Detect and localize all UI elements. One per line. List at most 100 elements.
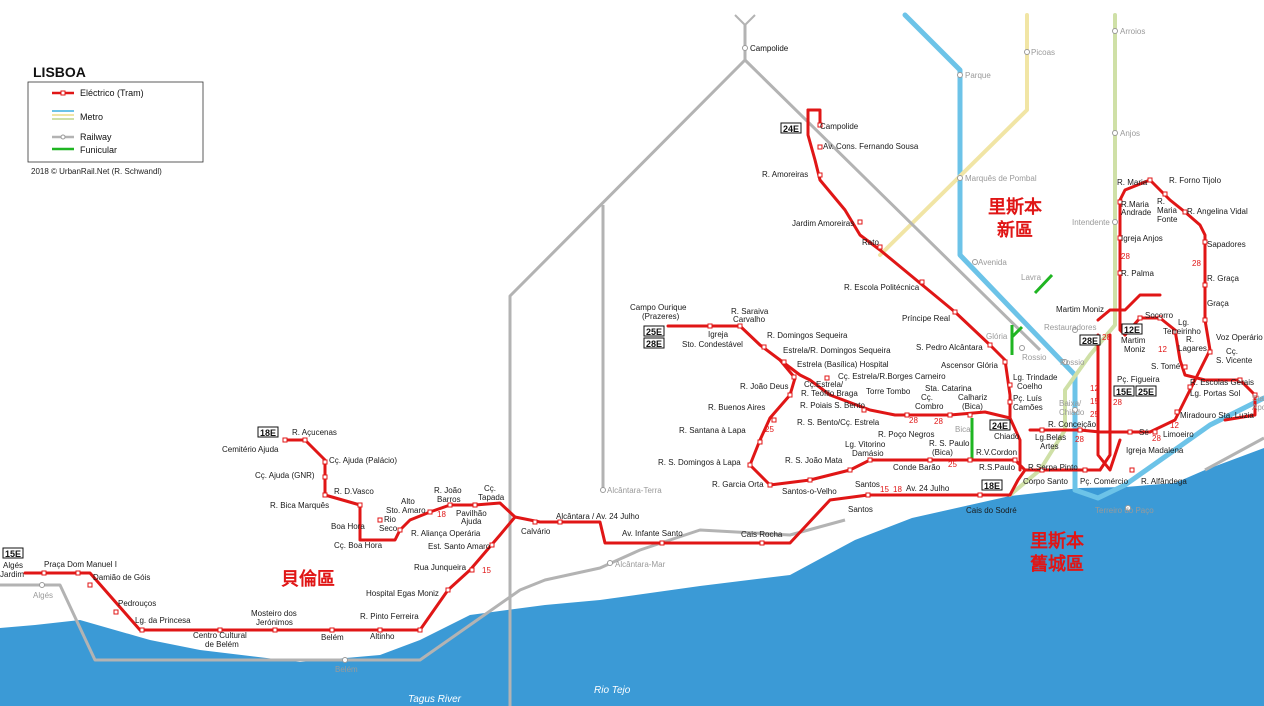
svg-text:28E: 28E [646,339,662,349]
svg-text:24E: 24E [992,421,1008,431]
svg-text:Sto. Amaro: Sto. Amaro [386,506,426,515]
svg-text:18: 18 [437,510,446,519]
svg-text:Av. Cons. Fernando Sousa: Av. Cons. Fernando Sousa [823,142,919,151]
svg-text:Jardim: Jardim [0,570,24,579]
svg-text:28: 28 [1152,434,1161,443]
svg-text:R. Alfândega: R. Alfândega [1141,477,1187,486]
svg-text:Seco: Seco [379,524,398,533]
svg-text:Mosteiro dos: Mosteiro dos [251,609,297,618]
svg-text:12: 12 [1090,384,1099,393]
svg-text:Martim: Martim [1121,336,1146,345]
svg-text:R.Maria: R.Maria [1121,200,1150,209]
svg-text:Jerónimos: Jerónimos [256,618,293,627]
svg-text:Estrela/R. Domingos Sequeira: Estrela/R. Domingos Sequeira [783,346,891,355]
svg-text:Sta. Catarina: Sta. Catarina [925,384,972,393]
svg-text:18E: 18E [260,428,276,438]
svg-text:R. Buenos Aires: R. Buenos Aires [708,403,765,412]
svg-text:15: 15 [1090,397,1099,406]
svg-text:Altinho: Altinho [370,632,395,641]
svg-text:Alcântara-Mar: Alcântara-Mar [615,560,666,569]
arrow-up-icon [734,14,756,26]
svg-text:Pç. Figueira: Pç. Figueira [1117,375,1160,384]
funicular-gloria-top [1010,325,1024,339]
svg-text:R. João: R. João [434,486,462,495]
svg-text:R. Palma: R. Palma [1121,269,1154,278]
svg-text:Anjos: Anjos [1120,129,1140,138]
svg-text:Avenida: Avenida [978,258,1007,267]
svg-text:Rua Junqueira: Rua Junqueira [414,563,467,572]
svg-text:R. Açucenas: R. Açucenas [292,428,337,437]
svg-text:Pç. Luís: Pç. Luís [1013,394,1042,403]
svg-text:Lg. Portas Sol: Lg. Portas Sol [1190,389,1240,398]
svg-text:R. Amoreiras: R. Amoreiras [762,170,808,179]
svg-text:Chiado: Chiado [994,432,1020,441]
svg-text:S. Pedro Alcântara: S. Pedro Alcântara [916,343,983,352]
svg-text:12E: 12E [1124,325,1140,335]
funicular-lines [970,273,1054,460]
svg-text:Praça Dom Manuel I: Praça Dom Manuel I [44,560,117,569]
tram-28e-east-line [1028,178,1212,434]
svg-text:Camões: Camões [1013,403,1043,412]
route-badge-15e-east: 15E [1113,385,1135,397]
svg-text:25E: 25E [1138,387,1154,397]
svg-text:R. Graça: R. Graça [1207,274,1240,283]
svg-text:Arroios: Arroios [1120,27,1145,36]
svg-text:Barros: Barros [437,495,461,504]
svg-text:(Prazeres): (Prazeres) [642,312,680,321]
svg-text:Cç. Estrela/R.Borges Carneiro: Cç. Estrela/R.Borges Carneiro [838,372,946,381]
svg-text:R. S. Bento/Cç. Estrela: R. S. Bento/Cç. Estrela [797,418,880,427]
svg-text:Andrade: Andrade [1121,208,1152,217]
svg-text:Alto: Alto [401,497,415,506]
tram-28e-ascent [1096,293,1162,322]
svg-text:Alcântara-Terra: Alcântara-Terra [607,486,662,495]
svg-text:15: 15 [880,485,889,494]
svg-text:R. Poiais S. Bento: R. Poiais S. Bento [800,401,865,410]
funicular-lavra [1033,273,1054,295]
svg-text:Igreja Anjos: Igreja Anjos [1121,234,1163,243]
svg-text:Campolide: Campolide [820,122,859,131]
svg-text:Calhariz: Calhariz [958,393,987,402]
svg-text:28: 28 [1075,435,1084,444]
grey-station-labels: Campolide Alcântara-Terra Alcântara-Mar … [33,27,1264,674]
water-label-tagus: Tagus River [408,694,462,705]
svg-text:Belém: Belém [335,665,358,674]
svg-text:S. Vicente: S. Vicente [1216,356,1253,365]
svg-text:Intendente: Intendente [1072,218,1110,227]
svg-text:Lg. Trindade: Lg. Trindade [1013,373,1058,382]
district-belem: 貝倫區 [281,568,335,590]
svg-text:R.S.Paulo: R.S.Paulo [979,463,1016,472]
svg-text:Lagares: Lagares [1178,344,1207,353]
svg-text:Terreiro do Paço: Terreiro do Paço [1095,506,1154,515]
svg-text:Lg.Belas: Lg.Belas [1035,433,1066,442]
svg-text:Hospital Egas Moniz: Hospital Egas Moniz [366,589,439,598]
svg-text:Rossio: Rossio [1060,358,1085,367]
map-credit: 2018 © UrbanRail.Net (R. Schwandl) [31,167,162,176]
water-label-tejo: Rio Tejo [594,685,631,696]
river-water [0,448,1264,706]
svg-text:R.: R. [1186,335,1194,344]
svg-text:Moniz: Moniz [1124,345,1145,354]
svg-text:Apol.: Apol. [1252,403,1264,412]
legend-funicular-label: Funicular [80,145,117,155]
metro-blue-line [902,12,1264,501]
svg-text:R. D.Vasco: R. D.Vasco [334,487,374,496]
railway-cintura [508,25,747,706]
svg-text:Glória: Glória [986,332,1008,341]
tram-stop-markers [41,122,1258,633]
svg-text:Centro Cultural: Centro Cultural [193,631,247,640]
svg-text:15: 15 [482,566,491,575]
svg-text:Algés: Algés [33,591,53,600]
svg-text:Pavilhão: Pavilhão [456,509,487,518]
route-badge-18e-south: 18E [981,479,1003,491]
svg-text:Pedrouços: Pedrouços [118,599,156,608]
tram-15e-line [23,468,1102,632]
svg-text:Limoeiro: Limoeiro [1163,430,1194,439]
svg-text:R. Domingos Sequeira: R. Domingos Sequeira [767,331,848,340]
route-badge-24e-south: 24E [989,419,1011,431]
svg-text:R. Escola Politécnica: R. Escola Politécnica [844,283,920,292]
svg-text:Príncipe Real: Príncipe Real [902,314,950,323]
svg-text:Miradouro Sta. Luzia: Miradouro Sta. Luzia [1180,411,1254,420]
svg-text:Ajuda: Ajuda [461,517,482,526]
